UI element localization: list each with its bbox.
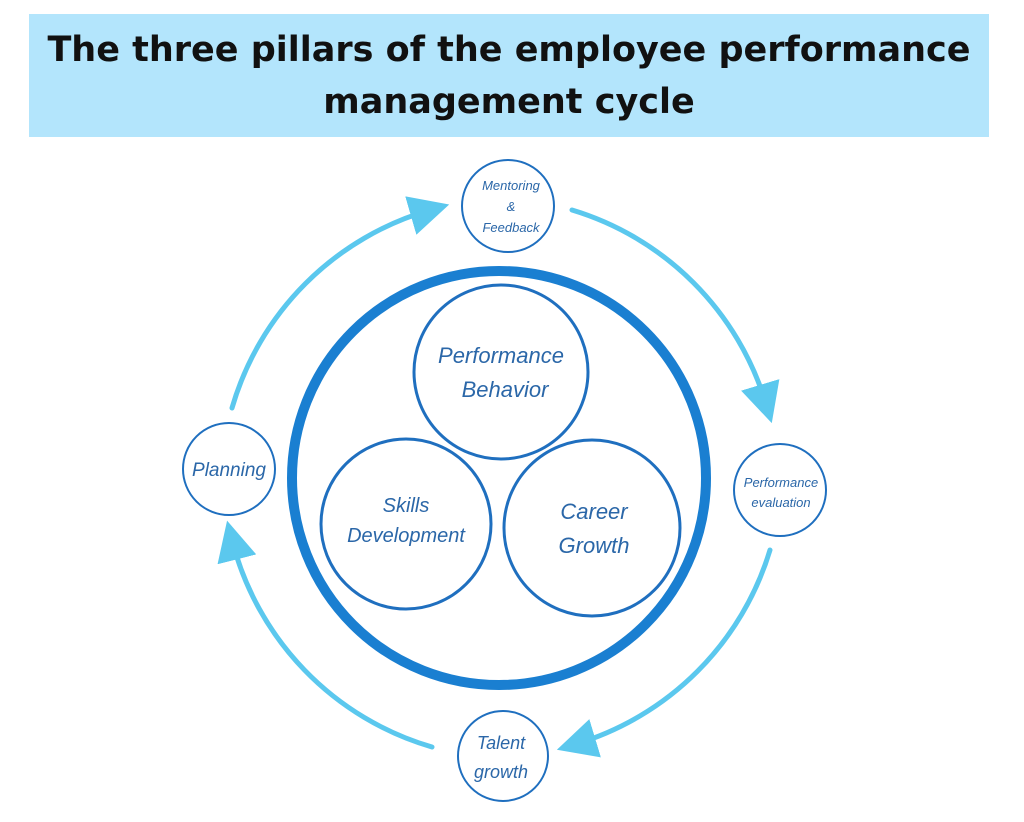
pillar-label-line2: Behavior bbox=[462, 377, 551, 402]
stage-mentoring-feedback: Mentoring & Feedback bbox=[461, 159, 555, 253]
arrow-planning-to-mentoring bbox=[229, 196, 450, 411]
stage-planning: Planning bbox=[182, 422, 276, 516]
pillar-performance-behavior: Performance Behavior bbox=[412, 283, 590, 461]
stage-label-line1: Planning bbox=[192, 460, 266, 481]
stage-label-line2: & bbox=[507, 199, 516, 214]
title-banner: The three pillars of the employee perfor… bbox=[29, 14, 989, 137]
stage-label-line1: Performance bbox=[744, 475, 818, 490]
pillar-label-line1: Career bbox=[560, 499, 629, 524]
pillar-label-line1: Performance bbox=[438, 343, 564, 368]
stage-talent-growth: Talent growth bbox=[457, 710, 549, 802]
stage-label-line3: Feedback bbox=[482, 220, 541, 235]
pillar-label-line2: Development bbox=[347, 525, 466, 547]
title-line-2: management cycle bbox=[323, 81, 695, 122]
pillar-skills-development: Skills Development bbox=[319, 437, 493, 611]
pillar-label-line1: Skills bbox=[383, 495, 430, 517]
arrow-talent-to-planning bbox=[217, 520, 435, 750]
stage-label-line2: evaluation bbox=[751, 495, 810, 510]
arrow-evaluation-to-talent bbox=[556, 547, 773, 758]
stage-label-line2: growth bbox=[474, 762, 528, 782]
stage-label-line1: Talent bbox=[477, 733, 526, 753]
stage-performance-evaluation: Performance evaluation bbox=[733, 443, 827, 537]
cycle-arrows bbox=[217, 196, 780, 758]
title-line-1: The three pillars of the employee perfor… bbox=[47, 29, 971, 70]
arrow-mentoring-to-evaluation bbox=[569, 207, 780, 424]
stage-label-line1: Mentoring bbox=[482, 178, 541, 193]
pillar-career-growth: Career Growth bbox=[502, 438, 682, 618]
pillar-label-line2: Growth bbox=[559, 533, 630, 558]
outer-ring bbox=[287, 266, 711, 690]
